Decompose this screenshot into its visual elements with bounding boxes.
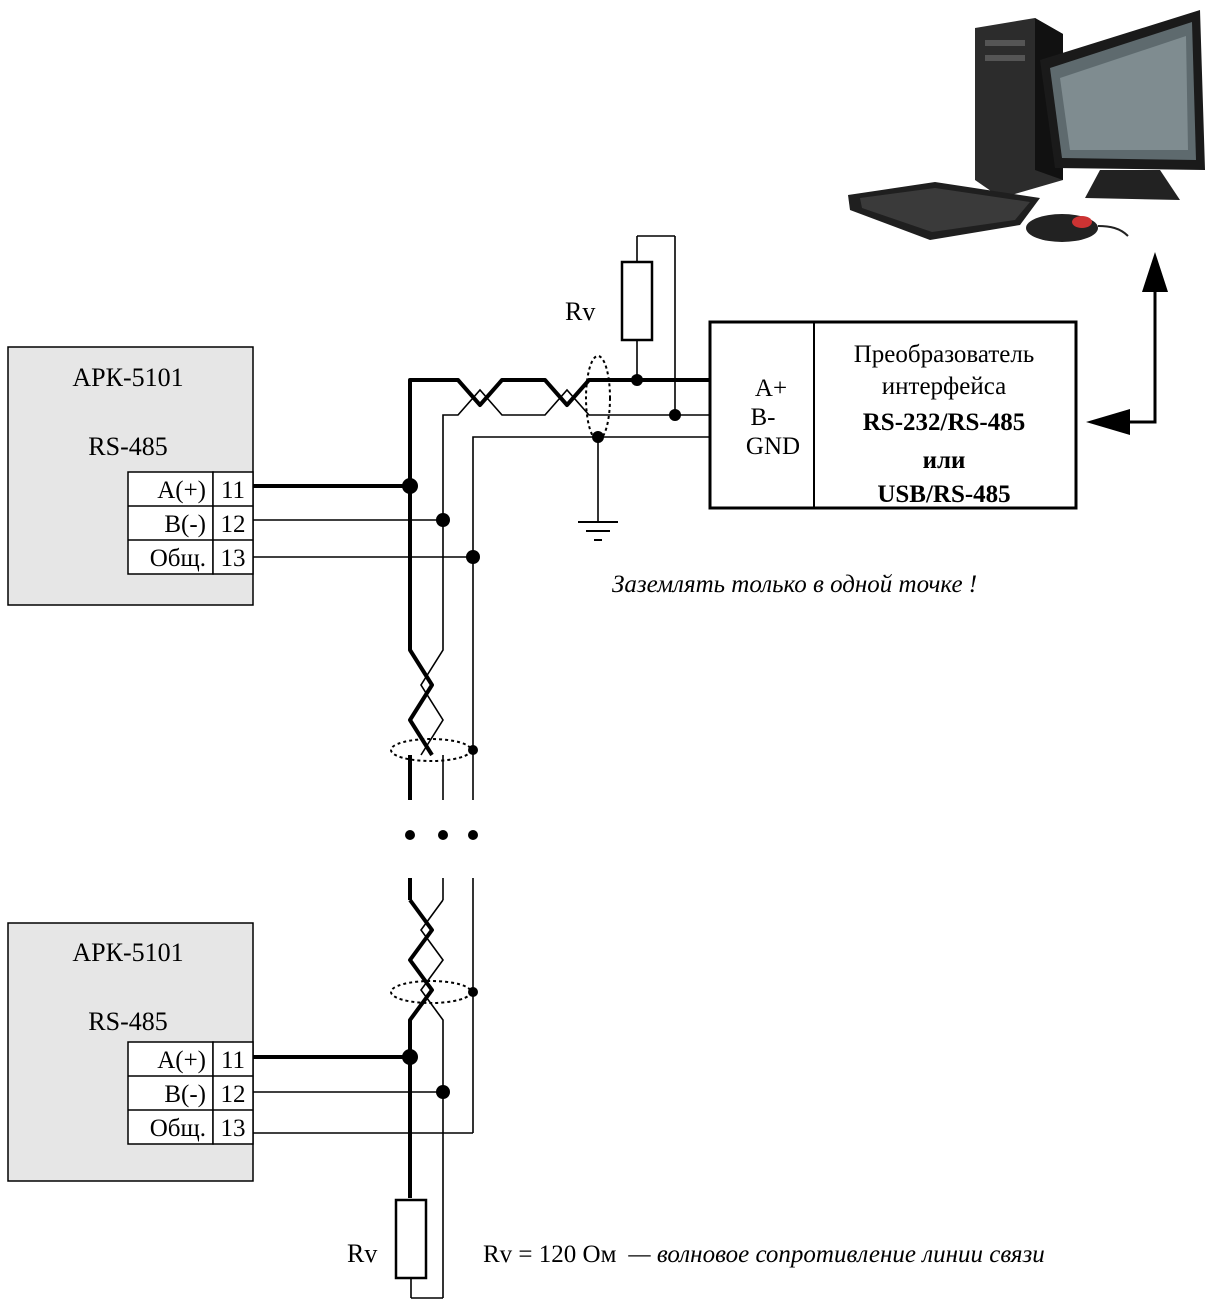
converter-title-line3: RS-232/RS-485	[863, 409, 1026, 436]
device-2-terminal-gnd-label: Общ.	[150, 1115, 206, 1142]
device-1-terminal-b-number: 12	[221, 511, 246, 538]
converter-pin-gnd: GND	[746, 433, 800, 460]
converter-title-line4: или	[923, 447, 966, 474]
ground-symbol	[578, 437, 618, 541]
device-1-name: АРК-5101	[72, 363, 183, 392]
resistor-bottom: Rv	[347, 1198, 444, 1299]
device-1-terminal-a-number: 11	[221, 477, 245, 504]
device-1-terminal-gnd-number: 13	[221, 545, 246, 572]
computer-link-arrow	[1086, 252, 1168, 435]
device-1-terminal-gnd-label: Общ.	[150, 545, 206, 572]
continuation-dots	[405, 830, 478, 840]
resistor-bottom-label: Rv	[347, 1239, 377, 1268]
device-2-interface: RS-485	[88, 1007, 167, 1036]
rv-value: Rv = 120 Ом	[483, 1241, 617, 1268]
bus-wires-top	[253, 355, 710, 800]
device-2-terminal-a-number: 11	[221, 1047, 245, 1074]
resistor-top: Rv	[565, 235, 676, 415]
device-2-terminal-b-number: 12	[221, 1081, 246, 1108]
device-2: АРК-5101 RS-485 A(+) B(-) Общ. 11 12 13	[7, 922, 254, 1182]
converter-pin-b: B-	[751, 404, 776, 431]
rv-description: — волновое сопротивление линии связи	[627, 1241, 1044, 1268]
device-1-interface: RS-485	[88, 432, 167, 461]
converter-title-line5: USB/RS-485	[877, 481, 1010, 508]
device-2-name: АРК-5101	[72, 938, 183, 967]
device-2-terminal-a-label: A(+)	[157, 1047, 206, 1074]
resistor-top-label: Rv	[565, 297, 595, 326]
converter-pin-a: A+	[755, 375, 787, 402]
desktop-computer-icon	[848, 10, 1205, 242]
device-2-terminal-gnd-number: 13	[221, 1115, 246, 1142]
converter-title-line2: интерфейса	[882, 373, 1006, 400]
device-1-terminal-b-label: B(-)	[164, 511, 206, 538]
device-1: АРК-5101 RS-485 A(+) B(-) Общ. 11 12 13	[7, 346, 254, 606]
interface-converter: A+ B- GND Преобразователь интерфейса RS-…	[708, 320, 1078, 510]
device-1-terminal-a-label: A(+)	[157, 477, 206, 504]
ground-note: Заземлять только в одной точке !	[612, 571, 977, 598]
device-2-terminal-b-label: B(-)	[164, 1081, 206, 1108]
rv-value-note: Rv = 120 Ом — волновое сопротивление лини…	[483, 1241, 1045, 1268]
bus-wires-bottom	[253, 878, 478, 1198]
converter-title-line1: Преобразователь	[854, 341, 1035, 368]
